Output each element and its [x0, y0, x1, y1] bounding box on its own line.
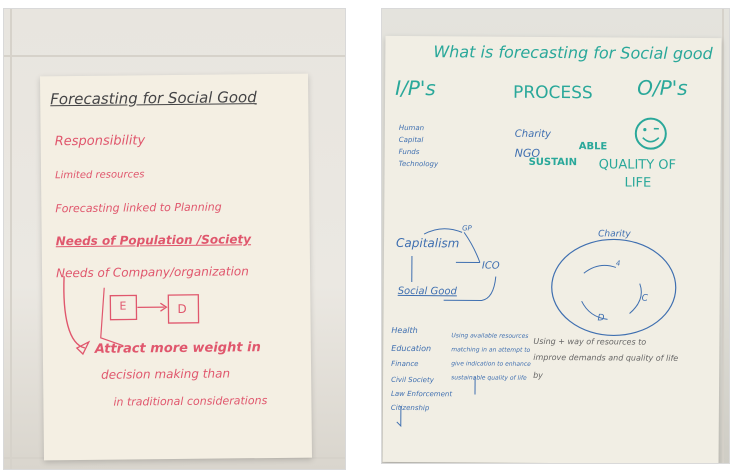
right-note-line: improve demands and quality of life: [533, 352, 679, 363]
cycle-arrow: [583, 264, 617, 274]
arrow-head: [75, 340, 91, 356]
social-good-label: Social Good: [397, 285, 457, 298]
arrow-head: [160, 302, 168, 312]
flipchart-sheet-left: Forecasting for Social Good Responsibili…: [39, 73, 313, 461]
wall-tile-line: [4, 55, 345, 57]
right-note-line: by: [533, 370, 543, 380]
arrow-line: [396, 405, 402, 428]
charity-cycle-circle: [551, 238, 677, 337]
sector-item: Citizenship: [390, 403, 430, 413]
charity-cycle-label: Charity: [598, 229, 631, 240]
note-text: Attract more weight in: [94, 340, 261, 357]
box-d-label: D: [177, 301, 187, 316]
connector-line: [423, 228, 463, 235]
middle-note-line: Using available resources: [451, 332, 529, 340]
smiley-face-icon: [634, 117, 667, 150]
note-text: decision making than: [101, 366, 231, 382]
box-d-outline: [167, 294, 200, 324]
right-note-line: Using + way of resources to: [533, 336, 647, 347]
sector-item: Health: [391, 325, 418, 336]
cycle-arrow: [581, 300, 608, 320]
quality-of-life-label: QUALITY OF: [598, 157, 677, 173]
right-diagram-strokes: [396, 117, 677, 428]
left-diagram-strokes: [63, 276, 200, 356]
middle-note-line: sustainable quality of life: [451, 374, 527, 382]
sector-item: Civil Society: [391, 375, 434, 385]
wall-tile-line: [10, 9, 12, 469]
note-text: in traditional considerations: [113, 394, 268, 409]
able-label: ABLE: [578, 141, 608, 153]
connector-line: [100, 287, 124, 347]
sector-item: Education: [391, 343, 432, 354]
box-e-outline: [109, 294, 138, 321]
cycle-number: C: [641, 293, 648, 304]
sustain-label: SUSTAIN: [528, 156, 578, 169]
box-e-label: E: [119, 299, 127, 313]
cycle-arrow: [629, 283, 642, 314]
wall-tile-line: [722, 9, 724, 463]
photo-left: Forecasting for Social Good Responsibili…: [3, 8, 346, 470]
ico-label: ICO: [481, 260, 500, 272]
gp-label: GP: [462, 224, 472, 233]
sector-item: Finance: [391, 359, 419, 369]
middle-note-line: matching in an attempt to: [451, 346, 531, 354]
middle-note-line: give indication to enhance: [451, 360, 531, 368]
sector-item: Law Enforcement: [390, 389, 453, 399]
flipchart-sheet-right: What is forecasting for Social good I/P'…: [382, 35, 722, 463]
life-label: LIFE: [624, 175, 652, 191]
cycle-number: D: [597, 313, 605, 324]
connector-line: [63, 276, 86, 349]
cycle-number: 4: [615, 259, 621, 268]
capitalism-label: Capitalism: [395, 235, 460, 251]
connector-line: [443, 276, 497, 302]
connector-line: [463, 232, 481, 263]
photo-right: What is forecasting for Social good I/P'…: [381, 8, 730, 464]
